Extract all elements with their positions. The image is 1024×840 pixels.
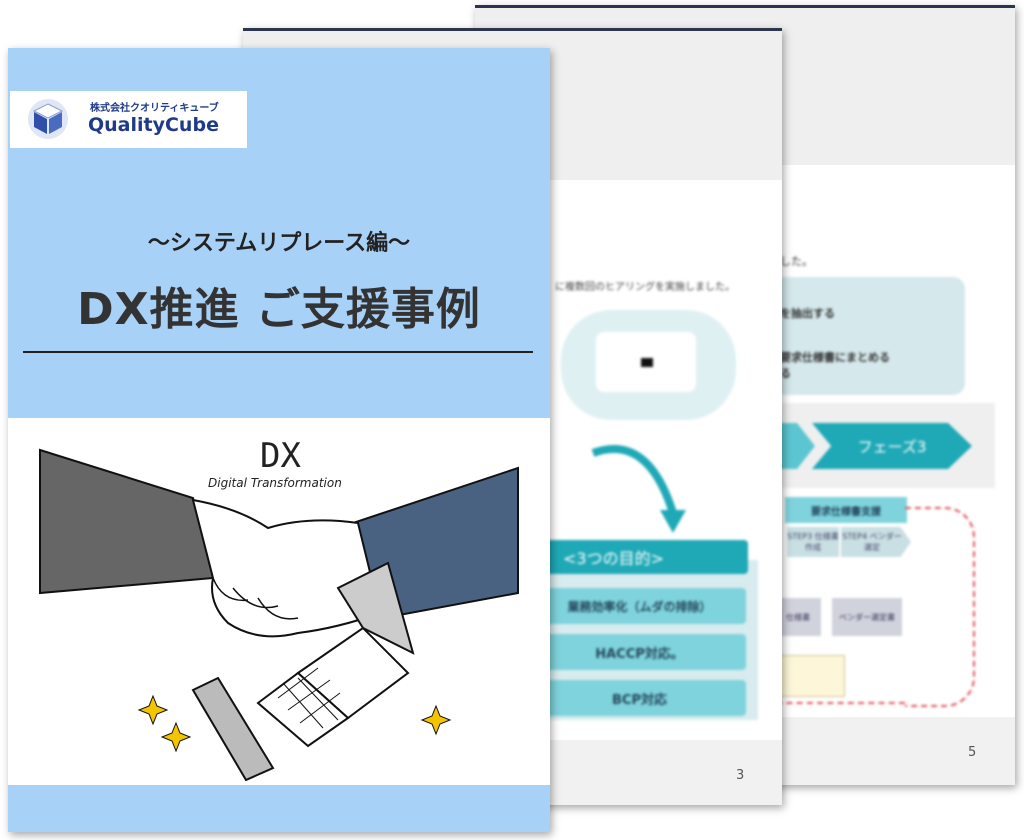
handshake-illustration [39, 448, 519, 782]
step3-box: STEP3 仕様書作成 [787, 527, 839, 557]
purpose-item: 業務効率化（ムダの排除） [533, 588, 746, 624]
illustration-dx-text: DX [260, 436, 301, 476]
purpose-item: BCP対応 [533, 680, 746, 716]
cover-title: DX推進 ご支援事例 [77, 284, 481, 335]
page-number: 3 [736, 768, 745, 783]
purpose-title: <3つの目的> [543, 540, 748, 574]
company-name-jp: 株式会社クオリティキューブ [90, 103, 219, 114]
box-line: を抽出する [780, 307, 835, 320]
intro-text: に複数回のヒアリングを実施しました。 [555, 282, 735, 293]
box-line: 要求仕様書にまとめる [780, 351, 890, 364]
text-fragment: した。 [780, 255, 813, 268]
handshake-hands [191, 498, 382, 638]
dashed-line [725, 702, 905, 704]
purpose-item: HACCP対応。 [533, 634, 746, 670]
sparkle-icon [137, 694, 452, 753]
cover-subtitle: 〜システムリプレース編〜 [147, 231, 411, 256]
doc-box: 仕様書 [775, 598, 821, 636]
company-name-en: QualityCube [88, 114, 219, 136]
vendor-doc-box: ベンダー選定書 [832, 598, 902, 636]
support-label: 要求仕様書支援 [785, 497, 907, 523]
note-box [775, 655, 845, 697]
step4-box: STEP4 ベンダー選定 [841, 527, 911, 557]
page-number: 5 [968, 745, 977, 760]
illustration-subtitle: Digital Transformation [208, 476, 342, 490]
curved-arrow-icon [591, 445, 686, 533]
box-line: る [780, 367, 791, 380]
cube-logo-icon [28, 99, 68, 139]
smartphone-icon [191, 676, 275, 782]
title-divider [23, 351, 533, 353]
dashed-bracket [905, 507, 975, 707]
brochure-cover: 株式会社クオリティキューブ QualityCube 〜システムリプレース編〜 D… [8, 48, 550, 832]
company-logo: 株式会社クオリティキューブ QualityCube [10, 91, 247, 148]
phase-3-arrow: フェーズ3 [812, 423, 972, 469]
cloud-illustration [561, 310, 736, 420]
laptop-icon [256, 561, 415, 748]
left-sleeve [39, 448, 215, 595]
cover-bottom-band [8, 785, 550, 832]
